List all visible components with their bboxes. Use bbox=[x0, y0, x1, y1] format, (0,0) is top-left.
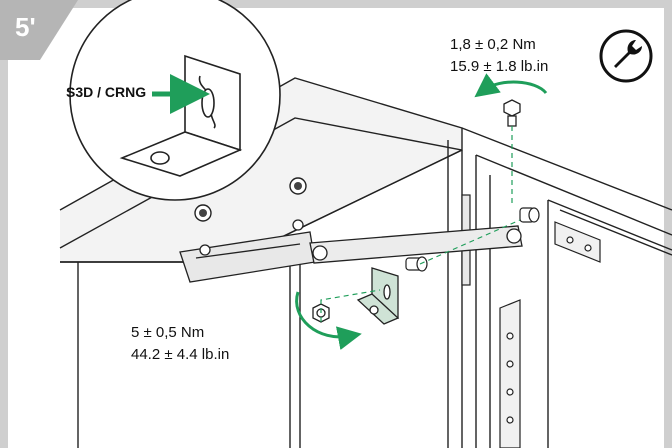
step-number: 5' bbox=[15, 12, 36, 42]
alignment-guide bbox=[320, 126, 521, 322]
torque-spec-bottom: 5 ± 0,5 Nm 44.2 ± 4.4 lb.in bbox=[131, 322, 229, 366]
wrench-icon bbox=[599, 29, 653, 83]
hex-bolt bbox=[503, 99, 521, 127]
lid-screw bbox=[289, 177, 307, 195]
lid-screw bbox=[194, 204, 212, 222]
corner-bracket bbox=[356, 267, 400, 325]
stud-bolt bbox=[405, 207, 540, 272]
hinge-bracket bbox=[179, 219, 316, 283]
side-rail bbox=[554, 221, 601, 263]
torque-metric: 1,8 ± 0,2 Nm bbox=[450, 36, 536, 53]
torque-imperial: 44.2 ± 4.4 lb.in bbox=[131, 346, 230, 363]
detail-inset bbox=[69, 0, 281, 201]
step-tab bbox=[0, 0, 78, 60]
torque-spec-top: 1,8 ± 0,2 Nm 15.9 ± 1.8 lb.in bbox=[450, 34, 548, 78]
rotate-ccw-arrow-icon bbox=[474, 73, 548, 98]
torque-imperial: 15.9 ± 1.8 lb.in bbox=[450, 58, 549, 75]
mounting-rail bbox=[499, 299, 521, 448]
door-stay-arm bbox=[309, 225, 523, 264]
door-frame bbox=[447, 127, 672, 448]
part-code-label: S3D / CRNG bbox=[66, 84, 147, 100]
rotate-cw-arrow-icon bbox=[295, 291, 362, 350]
torque-metric: 5 ± 0,5 Nm bbox=[131, 324, 205, 341]
